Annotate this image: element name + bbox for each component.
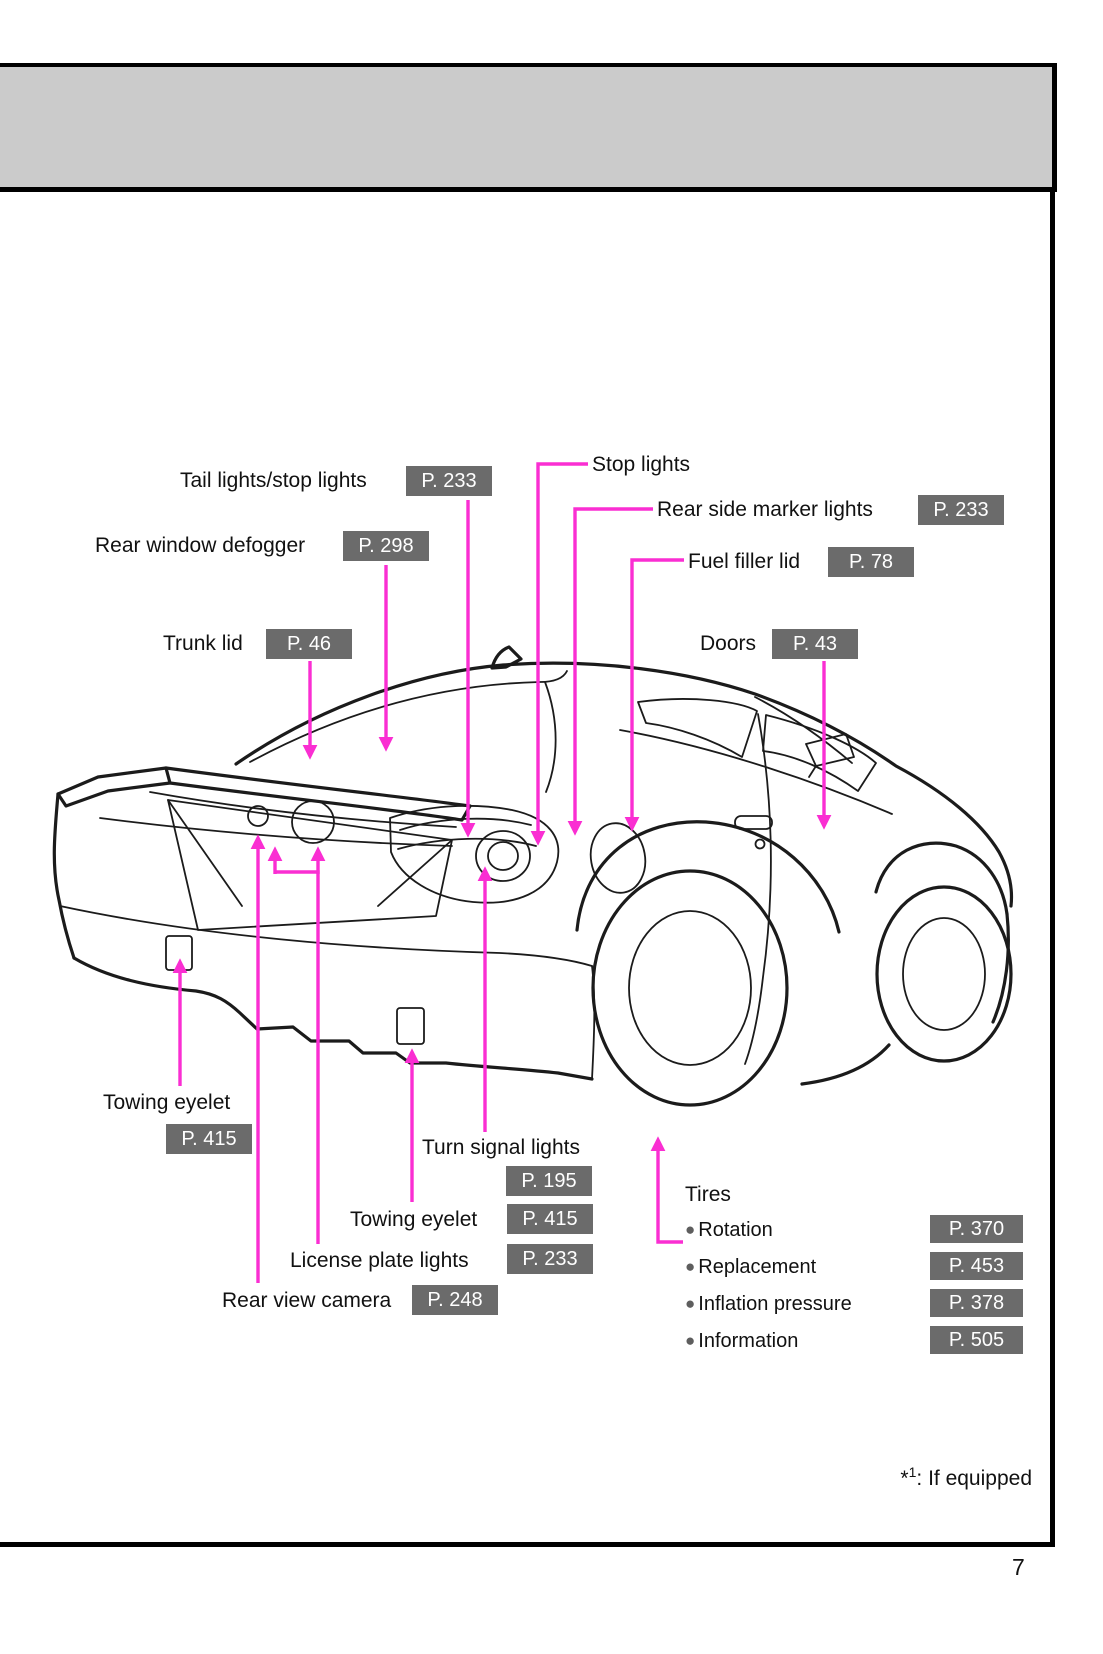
label-towing-eyelet-center: Towing eyelet [350, 1208, 478, 1231]
label-tail-lights-stop-lights: Tail lights/stop lights [180, 469, 367, 492]
arrow-license-plate-stem [275, 870, 320, 1244]
tires-item-rotation-label: Rotation [698, 1219, 773, 1241]
tires-item-replacement: ● Replacement [685, 1253, 816, 1281]
page-bottom-rule [0, 1542, 1055, 1547]
chapter-header-bar [0, 63, 1057, 192]
label-doors: Doors [700, 632, 757, 655]
car-line-art [52, 645, 1014, 1107]
bullet-icon: ● [685, 1294, 696, 1313]
bullet-icon: ● [685, 1331, 696, 1350]
page-ref-tires-rotation: P. 370 [930, 1215, 1023, 1243]
page-ref-fuel-filler-lid: P. 78 [828, 547, 914, 577]
footnote-asterisk: * [900, 1467, 909, 1490]
page-ref-tires-information: P. 505 [930, 1326, 1023, 1354]
arrow-tires [650, 1136, 683, 1244]
page-ref-tail-lights-stop-lights: P. 233 [406, 466, 492, 496]
label-towing-eyelet-left: Towing eyelet [103, 1091, 231, 1114]
arrow-stop-lights [530, 462, 588, 846]
page-ref-license-plate-lights: P. 233 [507, 1244, 593, 1274]
footnote-superscript: 1 [908, 1464, 917, 1480]
bullet-icon: ● [685, 1220, 696, 1239]
bullet-icon: ● [685, 1257, 696, 1276]
label-turn-signal-lights: Turn signal lights [422, 1136, 580, 1159]
page-ref-tires-replacement: P. 453 [930, 1252, 1023, 1280]
label-rear-side-marker-lights: Rear side marker lights [657, 498, 873, 521]
arrow-rear-side-marker-lights [567, 507, 653, 836]
tires-item-inflation-pressure-label: Inflation pressure [698, 1293, 852, 1315]
page-ref-tires-inflation-pressure: P. 378 [930, 1289, 1023, 1317]
label-license-plate-lights: License plate lights [290, 1249, 469, 1272]
footnote-text: : If equipped [916, 1467, 1032, 1490]
page-ref-turn-signal-lights: P. 195 [506, 1166, 592, 1196]
tires-item-information-label: Information [698, 1330, 799, 1352]
label-stop-lights: Stop lights [592, 453, 691, 476]
page-ref-towing-eyelet-left: P. 415 [166, 1124, 252, 1154]
label-rear-view-camera: Rear view camera [222, 1289, 392, 1312]
tires-item-information: ● Information [685, 1327, 798, 1355]
page-ref-trunk-lid: P. 46 [266, 629, 352, 659]
tires-item-replacement-label: Replacement [698, 1256, 817, 1278]
arrow-fuel-filler-lid [624, 558, 684, 832]
label-trunk-lid: Trunk lid [163, 632, 243, 655]
footnote-if-equipped: *1: If equipped [900, 1464, 1032, 1491]
tires-item-inflation-pressure: ● Inflation pressure [685, 1290, 852, 1318]
label-rear-window-defogger: Rear window defogger [95, 534, 306, 557]
page-ref-rear-window-defogger: P. 298 [343, 531, 429, 561]
page-number: 7 [1012, 1554, 1025, 1580]
tires-item-rotation: ● Rotation [685, 1216, 773, 1244]
label-fuel-filler-lid: Fuel filler lid [688, 550, 801, 573]
page-ref-rear-side-marker-lights: P. 233 [918, 495, 1004, 525]
page-ref-towing-eyelet-center: P. 415 [507, 1204, 593, 1234]
page-ref-doors: P. 43 [772, 629, 858, 659]
tires-heading: Tires [685, 1183, 731, 1206]
page-ref-rear-view-camera: P. 248 [412, 1285, 498, 1315]
page-right-rule [1050, 192, 1055, 1547]
